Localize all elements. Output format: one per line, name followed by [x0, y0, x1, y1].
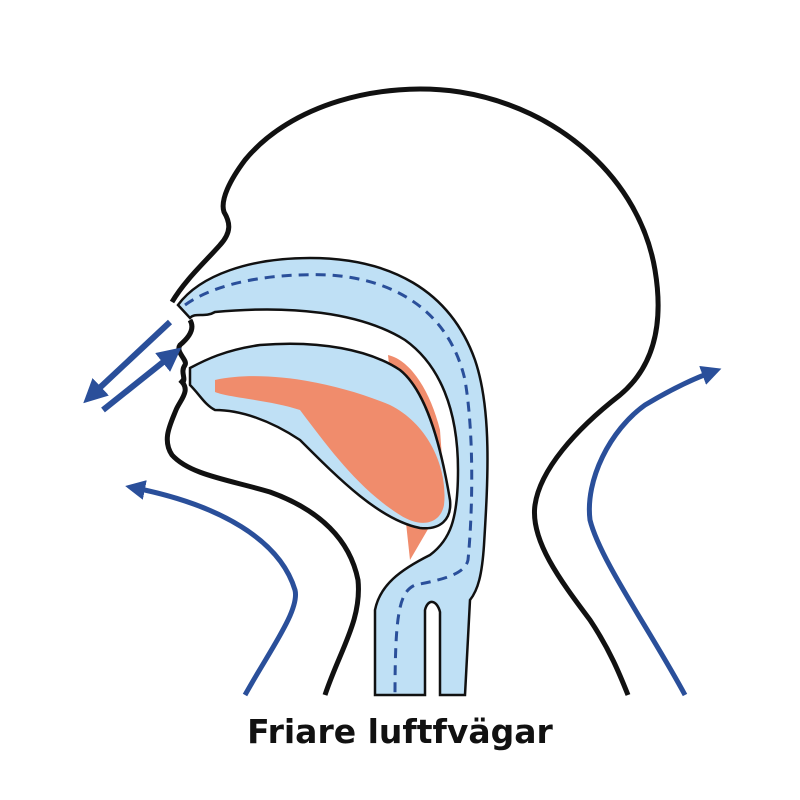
front-airflow-arrow — [125, 480, 299, 697]
back-airflow-arrow — [586, 366, 722, 697]
caption: Friare luftfvägar — [247, 712, 553, 751]
exhale-arrow — [83, 319, 173, 404]
nasal-airway — [176, 256, 489, 697]
tongue — [215, 376, 445, 523]
head-outline — [169, 86, 661, 696]
airflow-dashed-line — [184, 273, 474, 696]
face-front-outline — [164, 378, 361, 696]
lips-outline — [176, 318, 195, 384]
inhale-arrow — [101, 347, 182, 413]
